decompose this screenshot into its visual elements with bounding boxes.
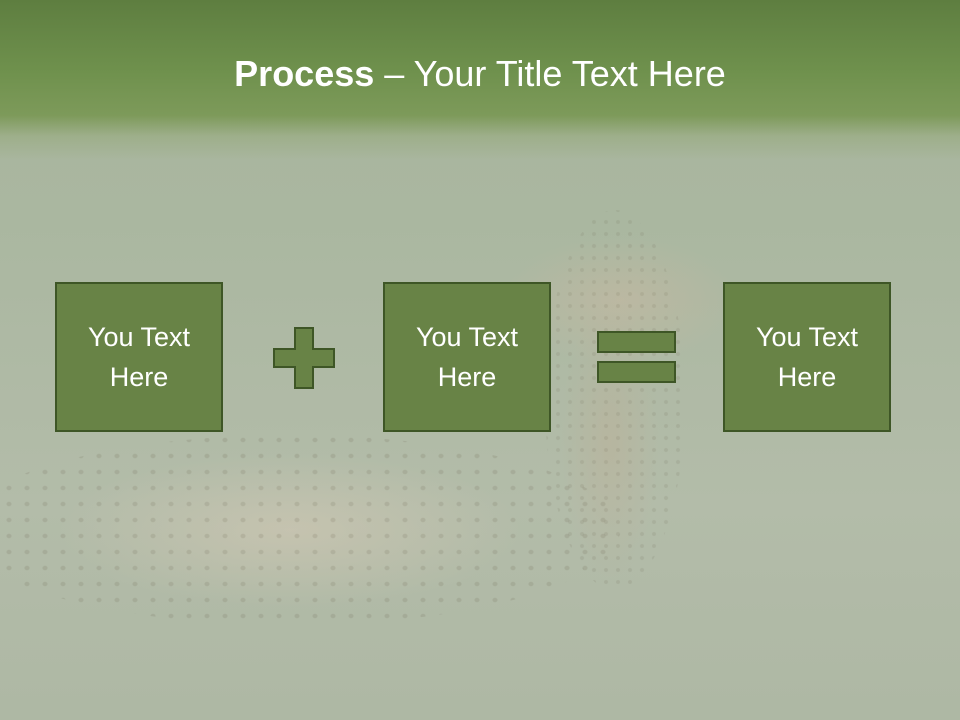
process-box-3[interactable]: You Text Here bbox=[723, 282, 891, 432]
process-box-1[interactable]: You Text Here bbox=[55, 282, 223, 432]
process-box-1-text: You Text Here bbox=[69, 317, 209, 397]
title-bold: Process bbox=[234, 53, 375, 94]
slide-title: Process – Your Title Text Here bbox=[0, 52, 960, 96]
process-box-2-line2: Here bbox=[437, 362, 497, 392]
process-box-2[interactable]: You Text Here bbox=[383, 282, 551, 432]
title-rest: – Your Title Text Here bbox=[374, 53, 726, 94]
equals-icon bbox=[597, 331, 676, 383]
process-box-1-line2: Here bbox=[109, 362, 169, 392]
title-banner bbox=[0, 0, 960, 160]
process-box-3-text: You Text Here bbox=[737, 317, 877, 397]
plus-icon bbox=[273, 327, 335, 389]
process-box-3-line1: You Text bbox=[755, 322, 859, 352]
process-box-2-text: You Text Here bbox=[397, 317, 537, 397]
process-box-1-line1: You Text bbox=[87, 322, 191, 352]
process-box-2-line1: You Text bbox=[415, 322, 519, 352]
process-box-3-line2: Here bbox=[777, 362, 837, 392]
